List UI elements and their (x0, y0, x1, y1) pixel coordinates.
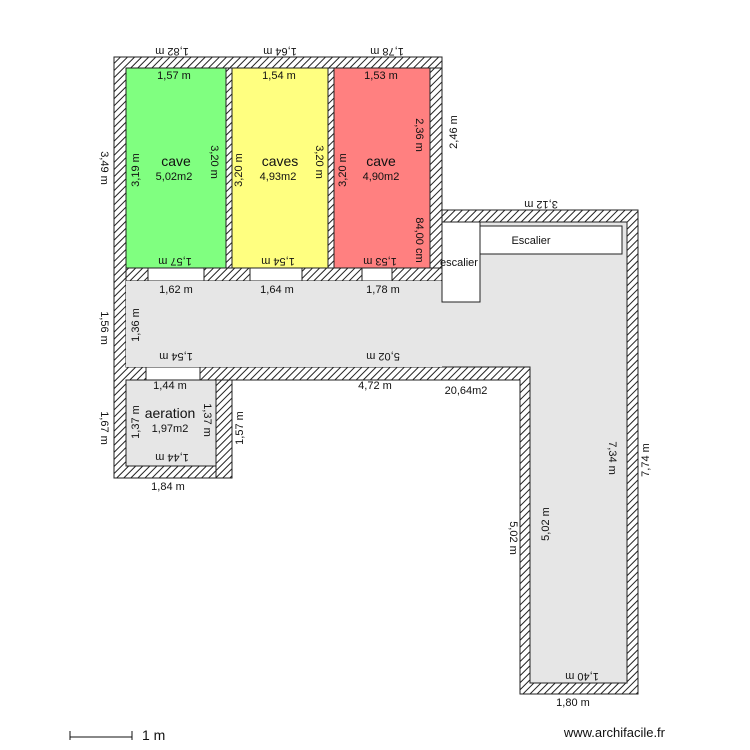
dim-label: 3,20 m (233, 153, 245, 187)
room-label-escalier: Escalier (511, 235, 550, 247)
room-area-cave-1: 5,02m2 (156, 171, 193, 183)
dim-label: 1,53 m (364, 70, 398, 82)
scale-bar (69, 731, 133, 740)
room-area-caves-2: 4,93m2 (260, 171, 297, 183)
aeration-wall (215, 379, 233, 479)
aeration-door (145, 366, 201, 381)
dim-label: 1,37 m (201, 403, 213, 437)
dim-label: 3,12 m (524, 198, 558, 210)
room-label-escalier-small: escalier (440, 257, 478, 269)
dim-label: 1,67 m (98, 411, 110, 445)
door-cave-1 (147, 267, 205, 282)
stair-box-escalier (479, 225, 623, 255)
dim-label: 5,02 m (366, 350, 400, 362)
dim-label: 2,46 m (448, 115, 460, 149)
dim-label: 1,44 m (155, 451, 189, 463)
wall-cave-3-right (429, 67, 443, 269)
room-area-aeration: 1,97m2 (152, 423, 189, 435)
dim-label: 1,56 m (98, 311, 110, 345)
dim-label: 1,54 m (261, 255, 295, 267)
dim-label: 3,19 m (130, 153, 142, 187)
dim-label: 5,02 m (540, 507, 552, 541)
dim-label: 1,57 m (157, 70, 191, 82)
room-cave-1 (125, 67, 227, 269)
door-caves-2 (249, 267, 303, 282)
dim-label: 5,02 m (507, 521, 519, 555)
corridor-floor (126, 281, 442, 367)
dim-label: 84,00 cm (413, 217, 425, 262)
dim-label: 1,82 m (155, 45, 189, 57)
dim-label: 1,37 m (130, 405, 142, 439)
dim-label: 1,54 m (262, 70, 296, 82)
dim-label: 1,54 m (159, 350, 193, 362)
dim-label: 1,44 m (153, 380, 187, 392)
dim-label: 1,40 m (565, 670, 599, 682)
scale-label: 1 m (142, 727, 165, 743)
door-cave-3 (361, 267, 393, 282)
dim-label: 1,64 m (260, 284, 294, 296)
stair-box-small (441, 221, 481, 303)
dim-label: 7,74 m (640, 443, 652, 477)
dim-label: 1,80 m (556, 697, 590, 709)
room-label-cave-1: cave (161, 153, 191, 169)
watermark: www.archifacile.fr (563, 725, 666, 740)
dim-label: 1,62 m (159, 284, 193, 296)
room-area-cave-3: 4,90m2 (363, 171, 400, 183)
room-caves-2 (231, 67, 329, 269)
dim-label: 7,34 m (606, 441, 618, 475)
dim-label: 1,84 m (151, 481, 185, 493)
dim-label: 2,36 m (413, 118, 425, 152)
dim-label: 1,57 m (158, 255, 192, 267)
dim-label: 1,57 m (234, 411, 246, 445)
dim-label: 1,64 m (263, 45, 297, 57)
dim-label: 1,36 m (130, 308, 142, 342)
dim-label: 4,72 m (358, 380, 392, 392)
dim-label: 3,20 m (337, 153, 349, 187)
dim-label: 3,20 m (208, 145, 220, 179)
dim-label: 1,78 m (366, 284, 400, 296)
dim-label: 3,49 m (98, 151, 110, 185)
wall-cave-1-2 (225, 67, 233, 269)
room-label-cave-3: cave (366, 153, 396, 169)
dim-label: 1,53 m (363, 255, 397, 267)
room-label-aeration: aeration (145, 405, 196, 421)
room-area-main: 20,64m2 (445, 385, 488, 397)
room-aeration (125, 379, 217, 467)
wall-cave-2-3 (327, 67, 335, 269)
dim-label: 3,20 m (313, 145, 325, 179)
dim-label: 1,78 m (370, 45, 404, 57)
room-cave-3 (333, 67, 431, 269)
room-label-caves-2: caves (262, 153, 299, 169)
